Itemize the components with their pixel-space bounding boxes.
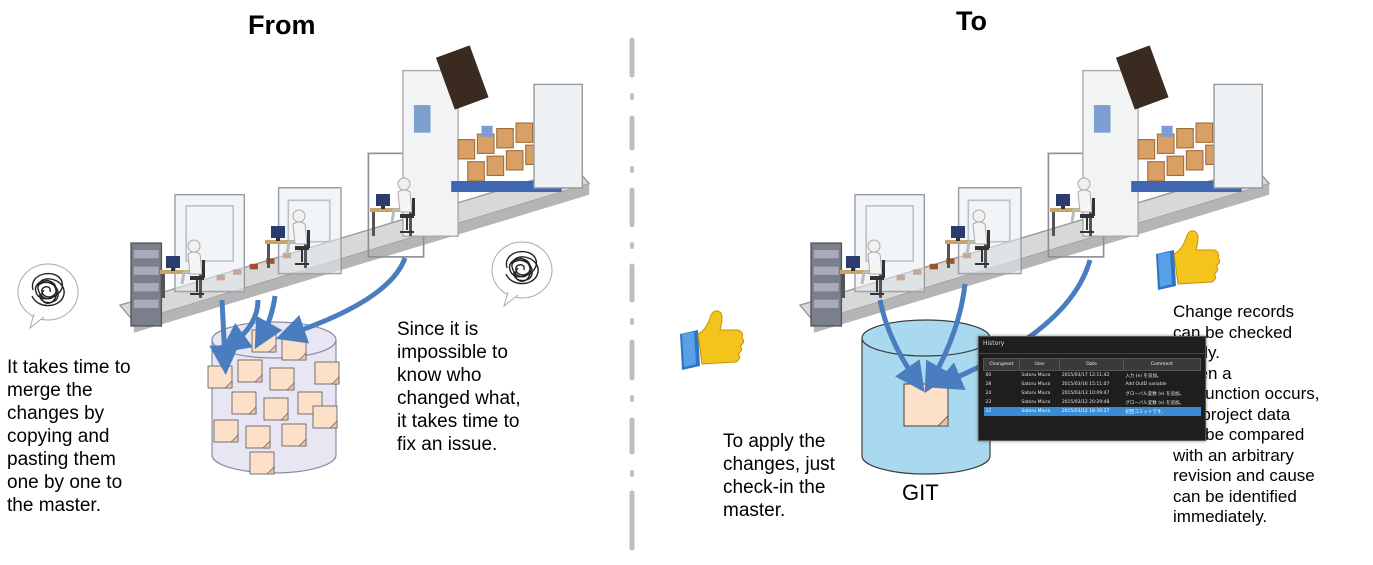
thumbs-up-left <box>679 310 745 371</box>
date-cell: 2015/03/13 10:09:47 <box>1061 391 1110 396</box>
comment-cell: グローバル変数 (e) を追加。 <box>1125 391 1184 397</box>
caption-unknown-changes: Since it is impossible to know who chang… <box>397 319 521 455</box>
comment-cell: 初回コミットです。 <box>1123 407 1201 416</box>
changeset-cell: 28 <box>985 382 992 387</box>
comment-cell: 入力 (e) を追加。 <box>1125 373 1162 379</box>
history-window: History Changeset User Date Comment 60 S… <box>978 336 1206 441</box>
date-cell: 2015/03/16 15:11:07 <box>1061 382 1110 387</box>
changeset-cell: 23 <box>985 400 992 405</box>
date-cell: 2015/03/12 18:30:27 <box>1059 407 1124 416</box>
comment-cell: Add OutD variable <box>1125 382 1167 387</box>
user-cell: Satoru Miura <box>1021 373 1051 378</box>
tangled-thought-bubble-left <box>17 263 79 329</box>
history-table: Changeset User Date Comment 60 Satoru Mi… <box>983 358 1202 416</box>
table-row-selected[interactable]: 22 Satoru Miura 2015/03/12 18:30:27 初回コミ… <box>983 407 1201 416</box>
git-label: GIT <box>902 480 939 505</box>
user-cell: Satoru Miura <box>1021 400 1051 405</box>
date-cell: 2015/03/12 20:29:48 <box>1061 400 1110 405</box>
column-header: Comment <box>1122 358 1202 371</box>
factory-line-right <box>799 44 1271 334</box>
thumbs-up-right <box>1155 230 1221 291</box>
tangled-thought-bubble-right <box>491 241 553 307</box>
user-cell: Satoru Miura <box>1019 407 1060 416</box>
user-cell: Satoru Miura <box>1021 391 1051 396</box>
comment-cell: グローバル変数 (e) を追加。 <box>1125 400 1184 406</box>
from-title: From <box>248 10 316 40</box>
column-header: User <box>1018 358 1061 371</box>
changeset-cell: 24 <box>985 391 992 396</box>
table-row[interactable]: 24 Satoru Miura 2015/03/13 10:09:47 グローバ… <box>984 389 1201 398</box>
caption-merge-time: It takes time to merge the changes by co… <box>7 357 131 516</box>
arrows-right <box>877 259 1093 394</box>
arrows-left <box>209 257 408 375</box>
caption-check-in: To apply the changes, just check-in the … <box>723 431 835 521</box>
database-cylinder-left <box>207 321 340 475</box>
column-header: Changeset <box>983 358 1020 371</box>
table-row[interactable]: 60 Satoru Miura 2015/03/17 12:11:42 入力 (… <box>984 371 1201 381</box>
changeset-cell: 22 <box>983 407 1020 416</box>
column-header: Date <box>1059 358 1124 371</box>
user-cell: Satoru Miura <box>1021 382 1051 387</box>
changeset-cell: 60 <box>985 373 992 378</box>
database-cylinder-right <box>861 319 991 475</box>
history-window-title: History <box>979 337 1205 354</box>
date-cell: 2015/03/17 12:11:42 <box>1061 373 1110 378</box>
to-title: To <box>956 6 987 36</box>
table-row[interactable]: 23 Satoru Miura 2015/03/12 20:29:48 グローバ… <box>984 398 1201 407</box>
table-row[interactable]: 28 Satoru Miura 2015/03/16 15:11:07 Add … <box>984 380 1201 389</box>
